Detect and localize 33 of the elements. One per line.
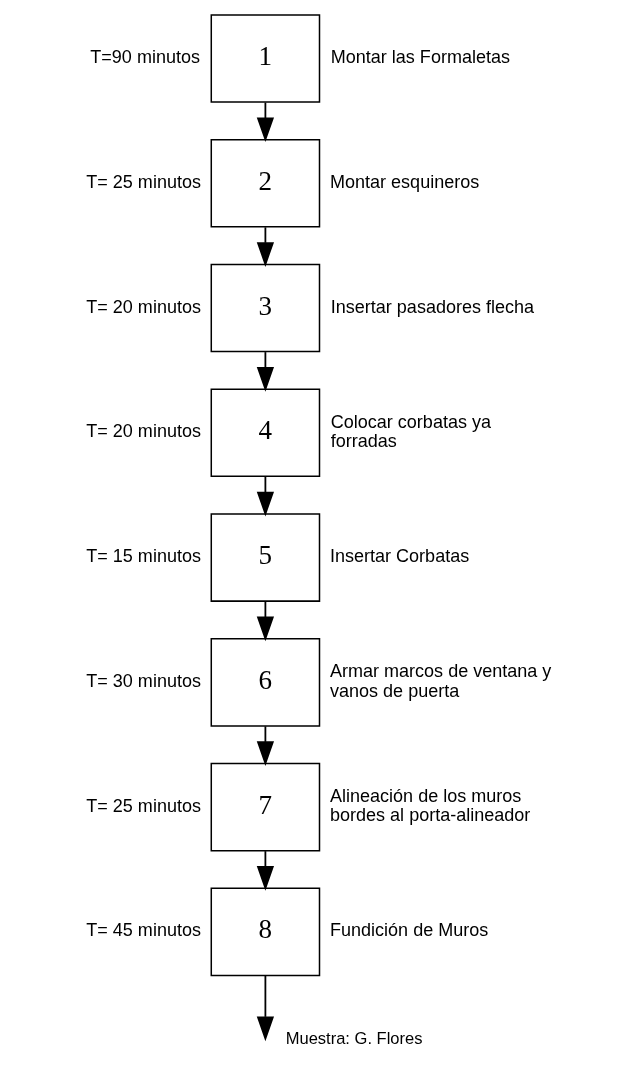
node-label: T= 25 minutos — [85, 171, 201, 192]
node-label: Alineación de los muros bordes al porta-alineador — [329, 785, 530, 826]
node-label: T= 20 minutos — [85, 421, 201, 442]
node-label: Colocar corbatas ya forradas — [330, 411, 491, 452]
node-box: 1 — [210, 14, 320, 103]
arrow — [256, 351, 274, 392]
node-box: 2 — [210, 138, 320, 228]
arrow — [256, 974, 274, 1042]
arrow — [256, 101, 274, 143]
node-box: 8 — [210, 887, 320, 977]
node-label: Montar las Formaletas — [330, 47, 510, 68]
arrow — [256, 725, 274, 766]
arrow — [256, 600, 274, 642]
arrow — [256, 475, 274, 517]
node-box: 5 — [210, 513, 320, 602]
node-box: 6 — [210, 637, 320, 727]
node-label: Insertar Corbatas — [329, 546, 469, 567]
node-label: T= 30 minutos — [85, 670, 201, 691]
node-label: Insertar pasadores flecha — [330, 296, 534, 317]
node-box: 7 — [210, 762, 320, 852]
node-label: Montar esquineros — [329, 171, 479, 192]
node-label: Armar marcos de ventana y vanos de puerta — [329, 661, 551, 701]
label: Muestra: G. Flores — [285, 1029, 422, 1049]
node-label: T= 25 minutos — [85, 795, 201, 816]
node-box: 3 — [210, 263, 320, 353]
node-label: T= 45 minutos — [85, 920, 201, 941]
arrow — [256, 226, 274, 267]
node-label: T= 20 minutos — [85, 296, 201, 317]
arrow — [256, 850, 274, 891]
node-box: 4 — [210, 388, 320, 478]
node-label: Fundición de Muros — [329, 920, 488, 941]
node-label: T= 15 minutos — [85, 546, 201, 567]
node-label: T=90 minutos — [89, 47, 200, 68]
